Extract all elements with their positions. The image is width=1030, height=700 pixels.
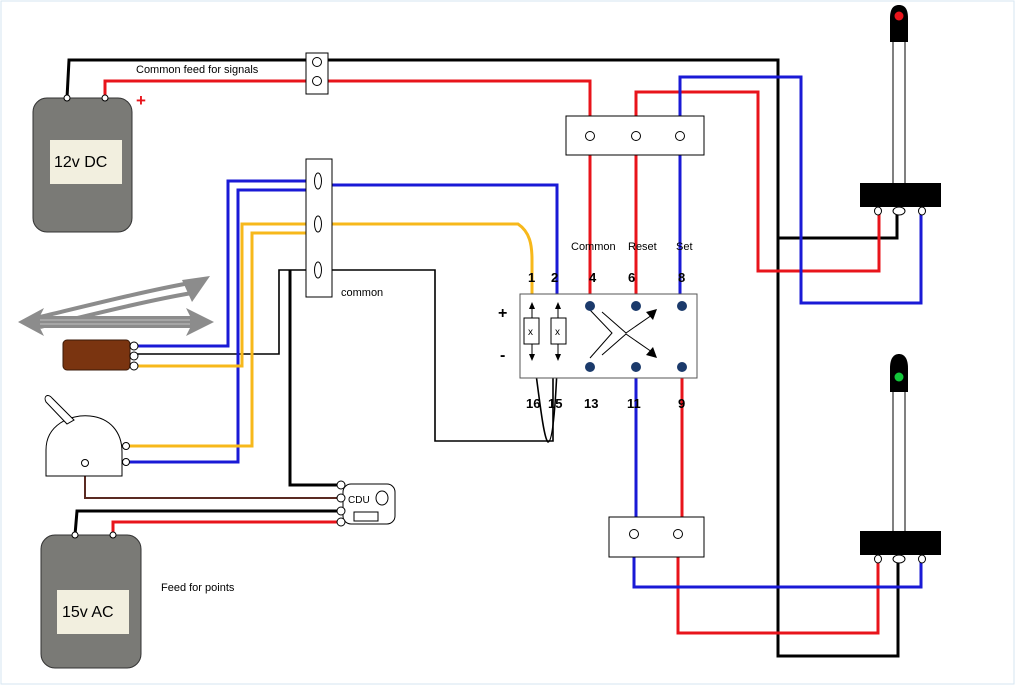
- relay-minus: -: [500, 347, 505, 364]
- signal-terminal-block-top[interactable]: [565, 115, 705, 156]
- relay-pin-1: 1: [528, 270, 535, 285]
- signal-feed-terminal[interactable]: [305, 52, 329, 95]
- relay-plus: +: [498, 305, 507, 322]
- coil-x-2: x: [555, 327, 560, 338]
- ac-supply-label: 15v AC: [62, 604, 114, 621]
- common-label: common: [341, 287, 383, 299]
- relay-pin-6: 6: [628, 270, 635, 285]
- blue-wires: [126, 75, 923, 589]
- point-terminal-strip[interactable]: [305, 158, 333, 298]
- cdu-label: CDU: [348, 495, 370, 506]
- relay-pin-2: 2: [551, 270, 558, 285]
- dc-power-supply[interactable]: 12v DC: [32, 94, 133, 233]
- black-wires: [65, 58, 900, 658]
- feed-for-points-label: Feed for points: [161, 582, 235, 594]
- relay-pin-13: 13: [584, 396, 598, 411]
- yellow-wires: [126, 222, 534, 448]
- relay-pin-numbers-top: 1 2 4 6 8: [528, 270, 685, 285]
- relay-pin-numbers-bottom: 16 15 13 11 9: [526, 396, 685, 411]
- relay-pin-9: 9: [678, 396, 685, 411]
- signal-green-icon[interactable]: [860, 354, 941, 564]
- common-feed-label: Common feed for signals: [136, 64, 259, 76]
- coil-x-1: x: [528, 327, 533, 338]
- lever-switch-icon[interactable]: [44, 394, 130, 477]
- set-header: Set: [676, 241, 693, 253]
- cdu-unit[interactable]: CDU: [336, 480, 396, 527]
- plus-sign: +: [136, 91, 146, 110]
- relay[interactable]: x x: [519, 293, 698, 379]
- ac-power-supply[interactable]: 15v AC: [40, 531, 142, 669]
- relay-pin-11: 11: [627, 396, 641, 411]
- signal-red-icon[interactable]: [860, 5, 941, 216]
- relay-pin-15: 15: [548, 396, 562, 411]
- signal-terminal-block-bottom[interactable]: [608, 516, 705, 558]
- dc-supply-label: 12v DC: [54, 154, 107, 171]
- point-track-icon: [18, 276, 214, 336]
- relay-pin-8: 8: [678, 270, 685, 285]
- common-header: Common: [571, 241, 616, 253]
- relay-pin-4: 4: [589, 270, 597, 285]
- point-motor-icon[interactable]: [62, 339, 139, 371]
- relay-pin-16: 16: [526, 396, 540, 411]
- reset-header: Reset: [628, 241, 657, 253]
